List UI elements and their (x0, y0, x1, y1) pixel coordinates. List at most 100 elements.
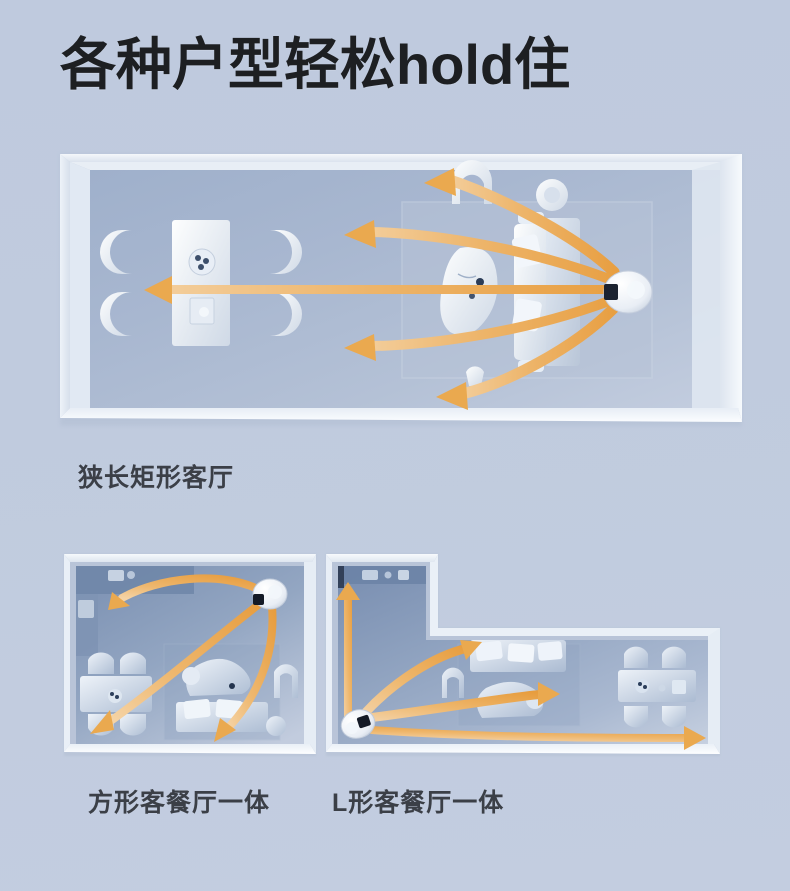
cleaning-path-arrows (336, 582, 706, 750)
table-item (229, 683, 235, 689)
dining-chair (120, 652, 146, 674)
robot-sensor (604, 284, 618, 300)
wall-top-rim (64, 554, 316, 562)
table-bowl (635, 679, 649, 693)
wall-top-rim (60, 154, 742, 162)
bowl-item (110, 692, 114, 696)
table-placemat (672, 680, 686, 694)
arrow-head (424, 168, 456, 196)
caption-square-room: 方形客餐厅一体 (88, 789, 271, 817)
armchair (274, 664, 298, 698)
sink (127, 571, 135, 579)
bowl-item (203, 258, 209, 264)
robot-sensor (253, 594, 264, 605)
table-decor (457, 273, 477, 279)
sofa-cushion (537, 641, 563, 661)
path-arrow (108, 598, 266, 724)
path-arrow (444, 174, 620, 278)
bowl-item (115, 695, 119, 699)
path-arrow (118, 574, 264, 602)
path-arrow (365, 291, 627, 351)
armchair (442, 667, 464, 698)
counter-surface (338, 566, 426, 584)
scene-narrow-rectangle-living-room (52, 140, 752, 435)
fruit-bowl (188, 248, 216, 276)
wall-face-left (70, 162, 90, 408)
sofa-cushion (507, 643, 535, 663)
bowl-item (638, 682, 642, 686)
caption-narrow-rectangle: 狭长矩形客厅 (78, 464, 235, 492)
dining-chair (270, 230, 302, 274)
arrow-head (538, 682, 560, 706)
bowl-item (643, 685, 647, 689)
dining-set (100, 220, 302, 346)
pouf (182, 667, 200, 685)
robot-vacuum[interactable] (603, 270, 653, 314)
bowl-item (198, 264, 204, 270)
wall-face-top (70, 162, 720, 170)
arrow-head (460, 640, 482, 660)
arrow-head (214, 718, 236, 742)
wall-left-rim (64, 554, 70, 752)
robot-sensor (356, 714, 371, 729)
scene-l-shaped-dining-living-room (322, 548, 727, 763)
sink (384, 571, 392, 579)
path-arrow (224, 602, 277, 732)
path-arrow (363, 689, 549, 723)
path-arrow (344, 594, 352, 718)
appliance (398, 570, 409, 580)
side-table (266, 716, 286, 736)
arrow-head (90, 710, 114, 734)
caption-l-shape-room: L形客餐厅一体 (332, 789, 505, 817)
cabinet (78, 600, 94, 618)
bowl-item (195, 255, 201, 261)
arrow-head (108, 592, 130, 610)
dining-chair (88, 652, 114, 674)
dining-chair (662, 706, 686, 728)
robot-vacuum[interactable] (338, 705, 379, 742)
side-table-top (544, 187, 560, 203)
arrow-head (144, 276, 172, 304)
path-arrow (368, 726, 694, 742)
cleaning-path-arrows (144, 168, 627, 410)
cooktop (108, 570, 124, 581)
wall-right-rim (708, 628, 720, 754)
wall-bottom-rim (60, 408, 742, 422)
arrow-head (436, 382, 468, 410)
dining-chair (120, 714, 146, 736)
dining-chair (100, 230, 132, 274)
wall-right-rim (720, 154, 742, 422)
fridge-edge (338, 566, 344, 588)
robot-vacuum[interactable] (252, 578, 288, 610)
path-arrow (361, 643, 473, 717)
kitchen-counter (338, 566, 426, 588)
dining-chair (624, 646, 648, 668)
robot-lidar (346, 722, 358, 734)
wall-bottom-rim (326, 744, 720, 754)
scene-square-dining-living-room (60, 548, 322, 763)
robot-lidar (627, 281, 645, 299)
table-item (476, 278, 484, 286)
wall-right-rim (304, 554, 316, 754)
cleaning-path-arrows (90, 574, 277, 742)
table-item (469, 293, 475, 299)
dining-chair (624, 706, 648, 728)
arrow-head (344, 334, 376, 361)
wall-left-rim (326, 554, 332, 752)
robot-lidar (268, 585, 282, 599)
path-arrow (170, 285, 626, 294)
wall-notch-rim (430, 554, 720, 636)
sofa-cushion (475, 640, 503, 662)
dining-table (172, 220, 230, 346)
wall-left-rim (60, 154, 70, 418)
dining-chair (270, 292, 302, 336)
cooktop (362, 570, 378, 580)
path-arrow (456, 302, 620, 400)
floor-lamp (466, 366, 484, 386)
wall-top-rim-left (326, 554, 438, 562)
arrow-head (344, 220, 376, 248)
dining-set (618, 646, 696, 728)
sofa-cushion (183, 698, 211, 720)
armchair (452, 160, 492, 204)
